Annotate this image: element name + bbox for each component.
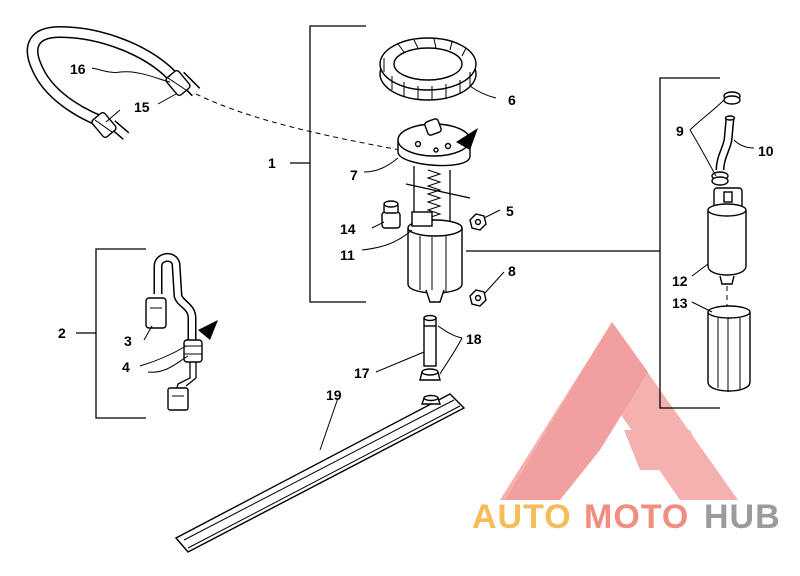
sender-rod — [423, 314, 437, 367]
nut-lower — [469, 289, 487, 307]
callout-6: 6 — [508, 92, 516, 108]
leader-lines — [91, 67, 755, 451]
callout-7: 7 — [350, 167, 358, 183]
callout-15: 15 — [134, 99, 150, 115]
callout-19: 19 — [326, 387, 342, 403]
arrow-marker — [198, 320, 218, 340]
callout-3: 3 — [124, 333, 132, 349]
watermark-moto: MOTO — [584, 498, 689, 536]
pump-connector — [167, 387, 189, 411]
nut-upper — [469, 213, 487, 231]
watermark-auto: AUTO — [472, 498, 572, 536]
fuel-pump — [707, 187, 747, 285]
hose-clamp-upper — [165, 69, 191, 97]
harness-connector — [145, 297, 167, 329]
hose-route-dash — [195, 93, 401, 151]
watermark-logo: AUTO MOTO HUB — [472, 322, 781, 536]
pump-hose — [715, 115, 736, 171]
harness-grommet — [183, 339, 203, 363]
callout-10: 10 — [758, 143, 774, 159]
float-plate — [174, 393, 466, 553]
bracket-main-assembly — [290, 25, 366, 303]
callout-14: 14 — [340, 221, 356, 237]
callout-18: 18 — [466, 331, 482, 347]
callout-17: 17 — [354, 365, 370, 381]
callout-4: 4 — [122, 359, 130, 375]
clamp-top — [723, 91, 741, 105]
callout-13: 13 — [672, 295, 688, 311]
bracket-pump-kit — [466, 77, 720, 409]
callout-labels: 1 2 3 4 5 6 7 8 9 10 11 12 13 14 15 16 1… — [58, 61, 774, 403]
clamp-bottom — [711, 171, 729, 186]
hose-clamp-lower — [91, 111, 117, 139]
watermark-hub: HUB — [704, 498, 781, 536]
callout-11: 11 — [340, 247, 355, 263]
callout-9: 9 — [676, 123, 684, 139]
wiring-harness — [145, 253, 218, 411]
callout-16: 16 — [70, 61, 86, 77]
pump-sleeve — [707, 305, 751, 392]
grommet — [419, 368, 441, 381]
lock-ring — [379, 37, 477, 101]
pump-flange — [397, 118, 478, 167]
bracket-harness — [76, 248, 146, 419]
callout-8: 8 — [508, 263, 516, 279]
arrow-marker — [456, 128, 478, 150]
callout-2: 2 — [58, 325, 66, 341]
callout-5: 5 — [506, 203, 514, 219]
callout-1: 1 — [268, 155, 276, 171]
callout-12: 12 — [672, 273, 688, 289]
fuel-reservoir — [407, 211, 463, 303]
watermark-triangle-icon — [500, 322, 738, 500]
fuel-fitting — [381, 200, 401, 229]
